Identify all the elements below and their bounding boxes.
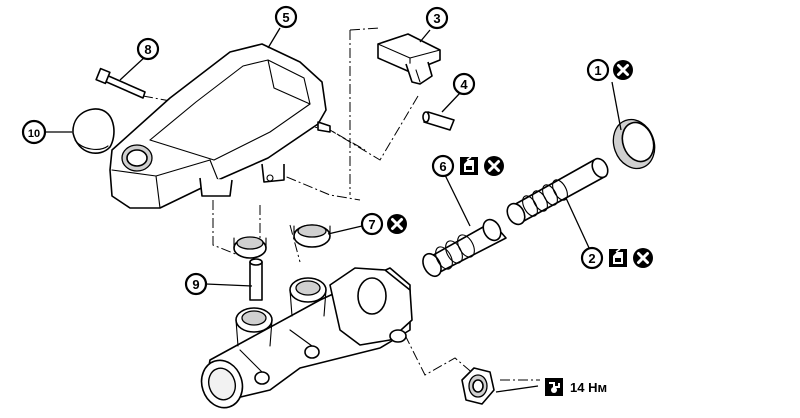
callout-7-label: 7	[368, 217, 375, 232]
reservoir-cap-part-10	[72, 108, 115, 154]
pin-part-4	[422, 111, 455, 131]
master-cylinder-body	[200, 267, 413, 409]
callout-6: 6	[431, 154, 506, 178]
rod-pin-part-9	[249, 258, 263, 301]
replace-icon	[631, 246, 655, 270]
callout-10-label: 10	[28, 128, 40, 140]
callout-2: 2	[580, 246, 655, 270]
brake-grease-icon	[459, 156, 479, 176]
secondary-piston-part-2	[506, 157, 609, 226]
replace-icon	[611, 58, 635, 82]
callout-3: 3	[425, 6, 449, 30]
replace-icon	[482, 154, 506, 178]
callout-1: 1	[586, 58, 635, 82]
snap-ring-part-1	[612, 118, 656, 170]
callout-3-label: 3	[433, 11, 440, 26]
replace-icon	[385, 212, 409, 236]
reservoir-tank-part-5	[109, 43, 331, 209]
primary-piston-part-6	[422, 218, 507, 278]
torque-spec: 14 Нм	[545, 378, 607, 396]
callout-4: 4	[452, 72, 476, 96]
callout-4-label: 4	[460, 77, 468, 92]
callout-9: 9	[184, 272, 208, 296]
callout-6-label: 6	[439, 159, 446, 174]
callout-10: 10	[21, 119, 47, 145]
leader-lines	[44, 27, 622, 393]
callout-7: 7	[360, 212, 409, 236]
callout-1-label: 1	[594, 63, 601, 78]
callout-9-label: 9	[192, 277, 199, 292]
callout-5-label: 5	[282, 10, 289, 25]
bolt-part-8	[95, 67, 146, 99]
callout-2-label: 2	[588, 251, 595, 266]
torque-wrench-icon	[545, 378, 563, 396]
mounting-nut	[461, 367, 495, 405]
connector-part-3	[377, 33, 441, 85]
brake-grease-icon	[608, 248, 628, 268]
callout-8-label: 8	[144, 42, 151, 57]
callout-5: 5	[274, 5, 298, 29]
torque-value: 14 Нм	[570, 380, 607, 395]
callout-8: 8	[136, 37, 160, 61]
grommet-seals-part-7	[233, 224, 331, 259]
